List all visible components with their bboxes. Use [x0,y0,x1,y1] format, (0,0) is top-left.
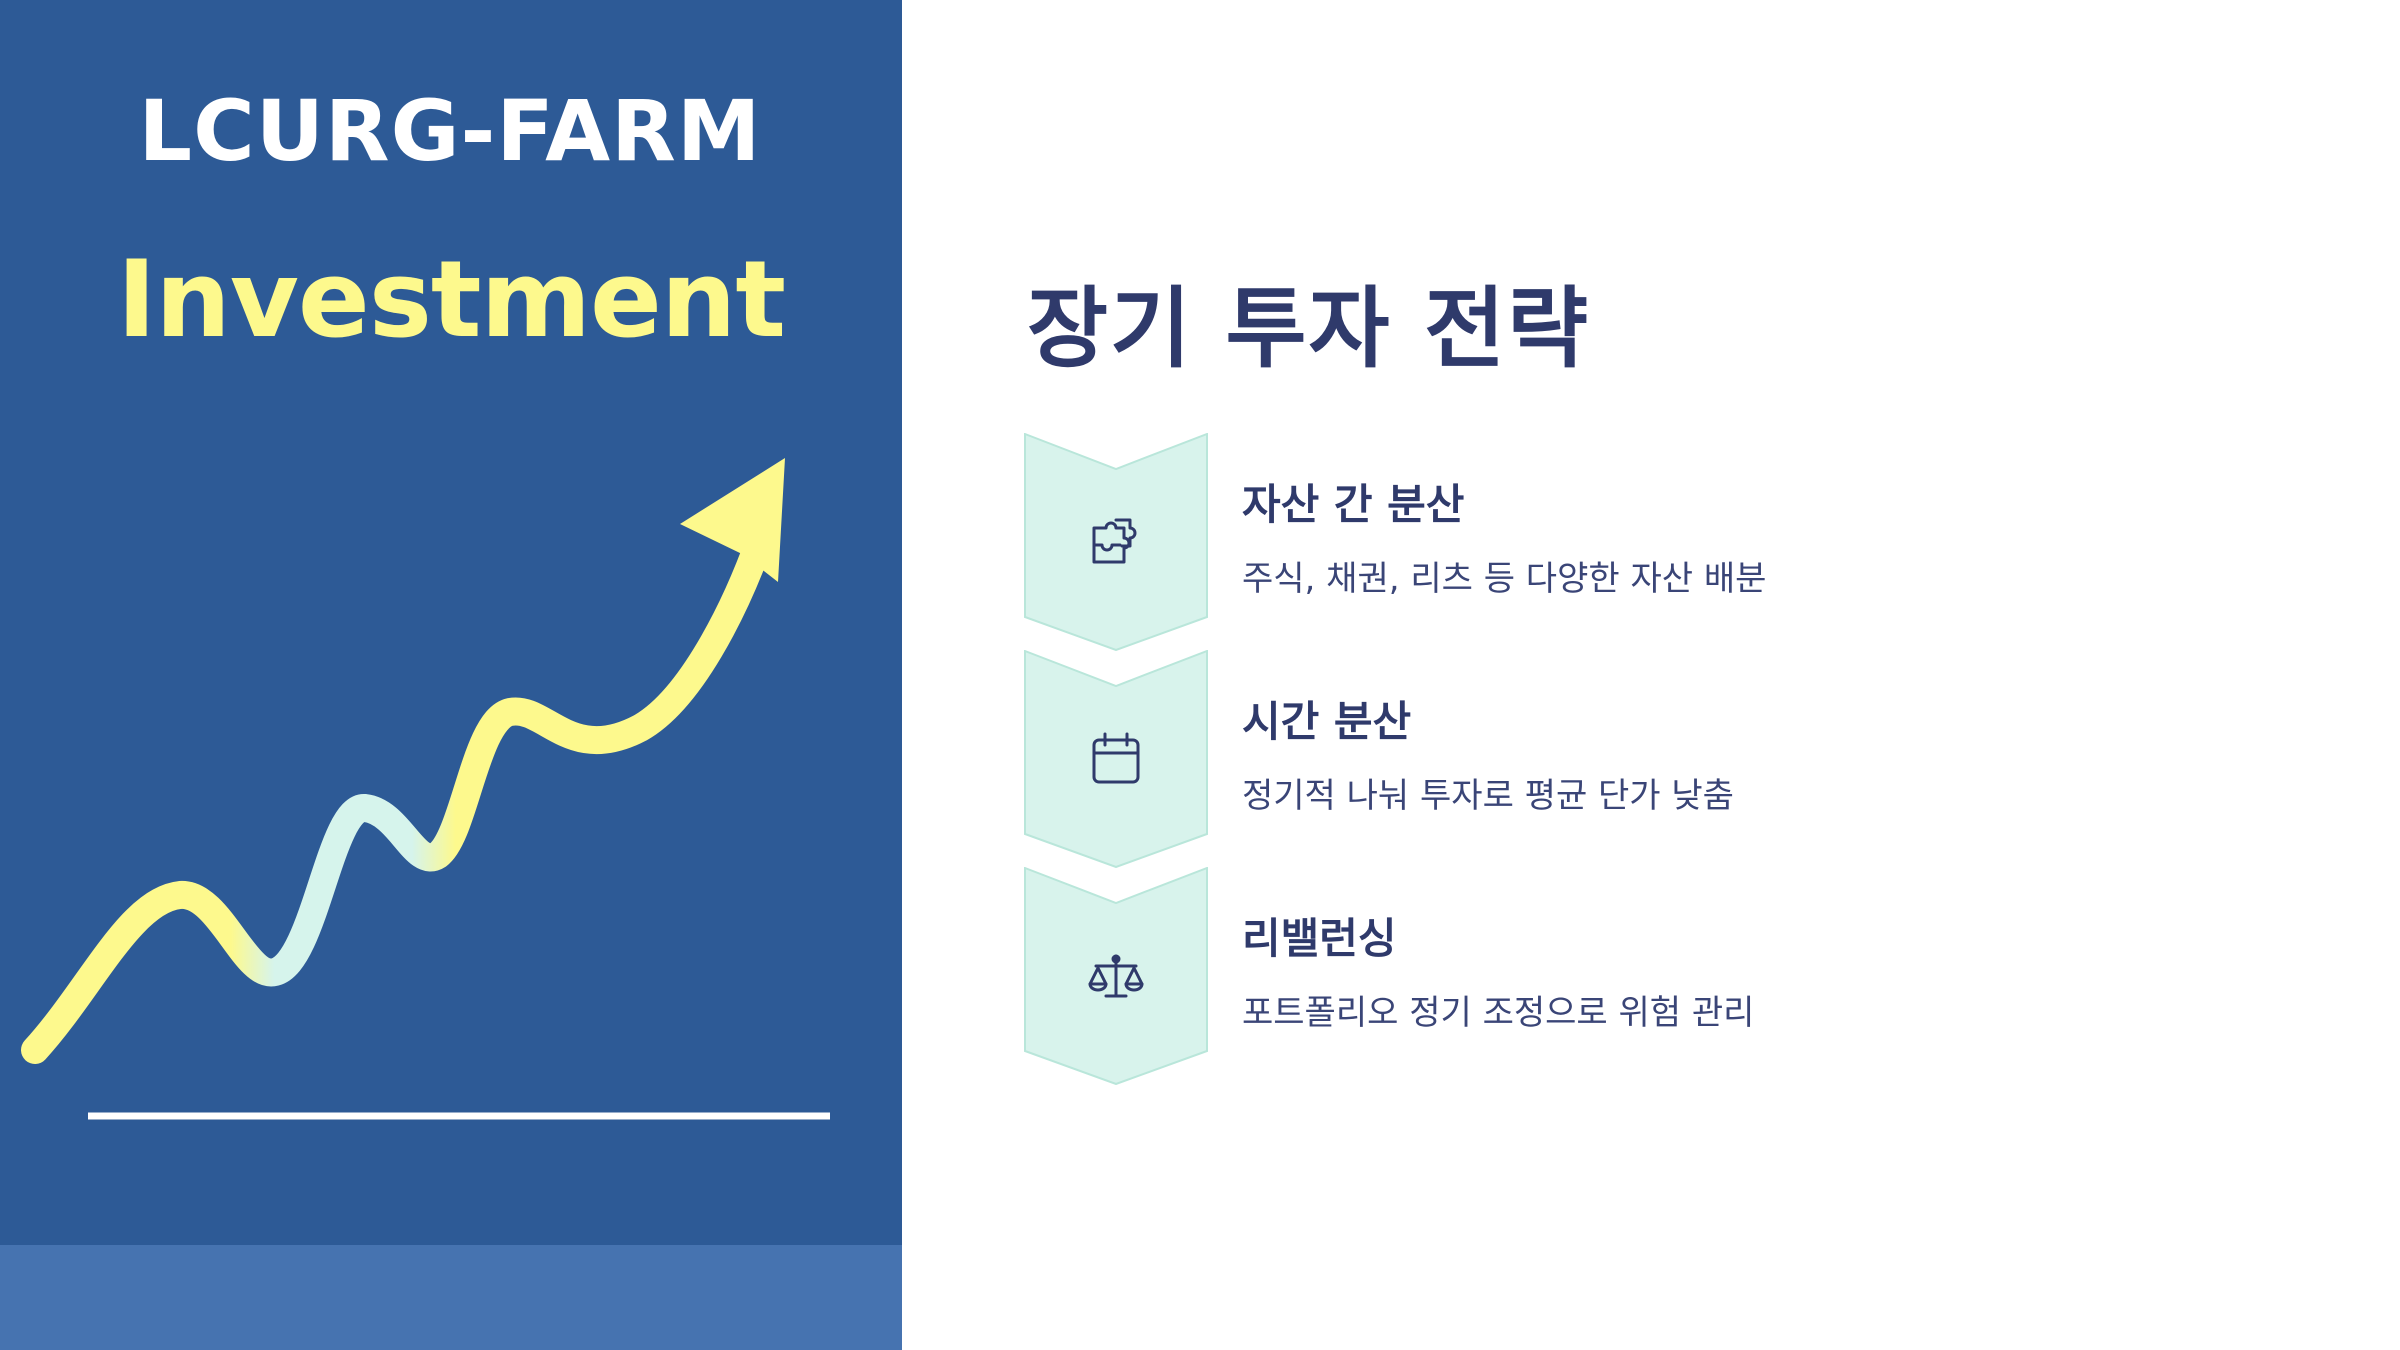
rising-arrow-icon [21,458,785,1064]
step-rebalancing: 리밸런싱 포트폴리오 정기 조정으로 위험 관리 [1024,867,2324,1085]
brand-name: LCURG-FARM [138,82,762,180]
step-description: 주식, 채권, 리츠 등 다양한 자산 배분 [1242,559,1767,599]
scale-icon [1086,946,1146,1006]
step-title: 자산 간 분산 [1242,480,1465,529]
bottom-band [0,1245,902,1350]
growth-illustration [21,458,830,1120]
chevron-marker [1024,433,1208,651]
puzzle-icon [1086,512,1146,572]
brand-tagline: Investment [116,238,786,361]
calendar-icon [1086,729,1146,789]
step-title: 리밸런싱 [1242,914,1397,963]
step-title: 시간 분산 [1242,697,1412,746]
slide-title: 장기 투자 전략 [1027,277,1591,380]
step-asset-diversification: 자산 간 분산 주식, 채권, 리츠 등 다양한 자산 배분 [1024,433,2324,651]
step-time-diversification: 시간 분산 정기적 나눠 투자로 평균 단가 낮춤 [1024,650,2324,868]
step-description: 포트폴리오 정기 조정으로 위험 관리 [1242,993,1755,1033]
left-panel: LCURG-FARM Investment [0,0,902,1350]
step-description: 정기적 나눠 투자로 평균 단가 낮춤 [1242,776,1734,816]
chevron-marker [1024,650,1208,868]
